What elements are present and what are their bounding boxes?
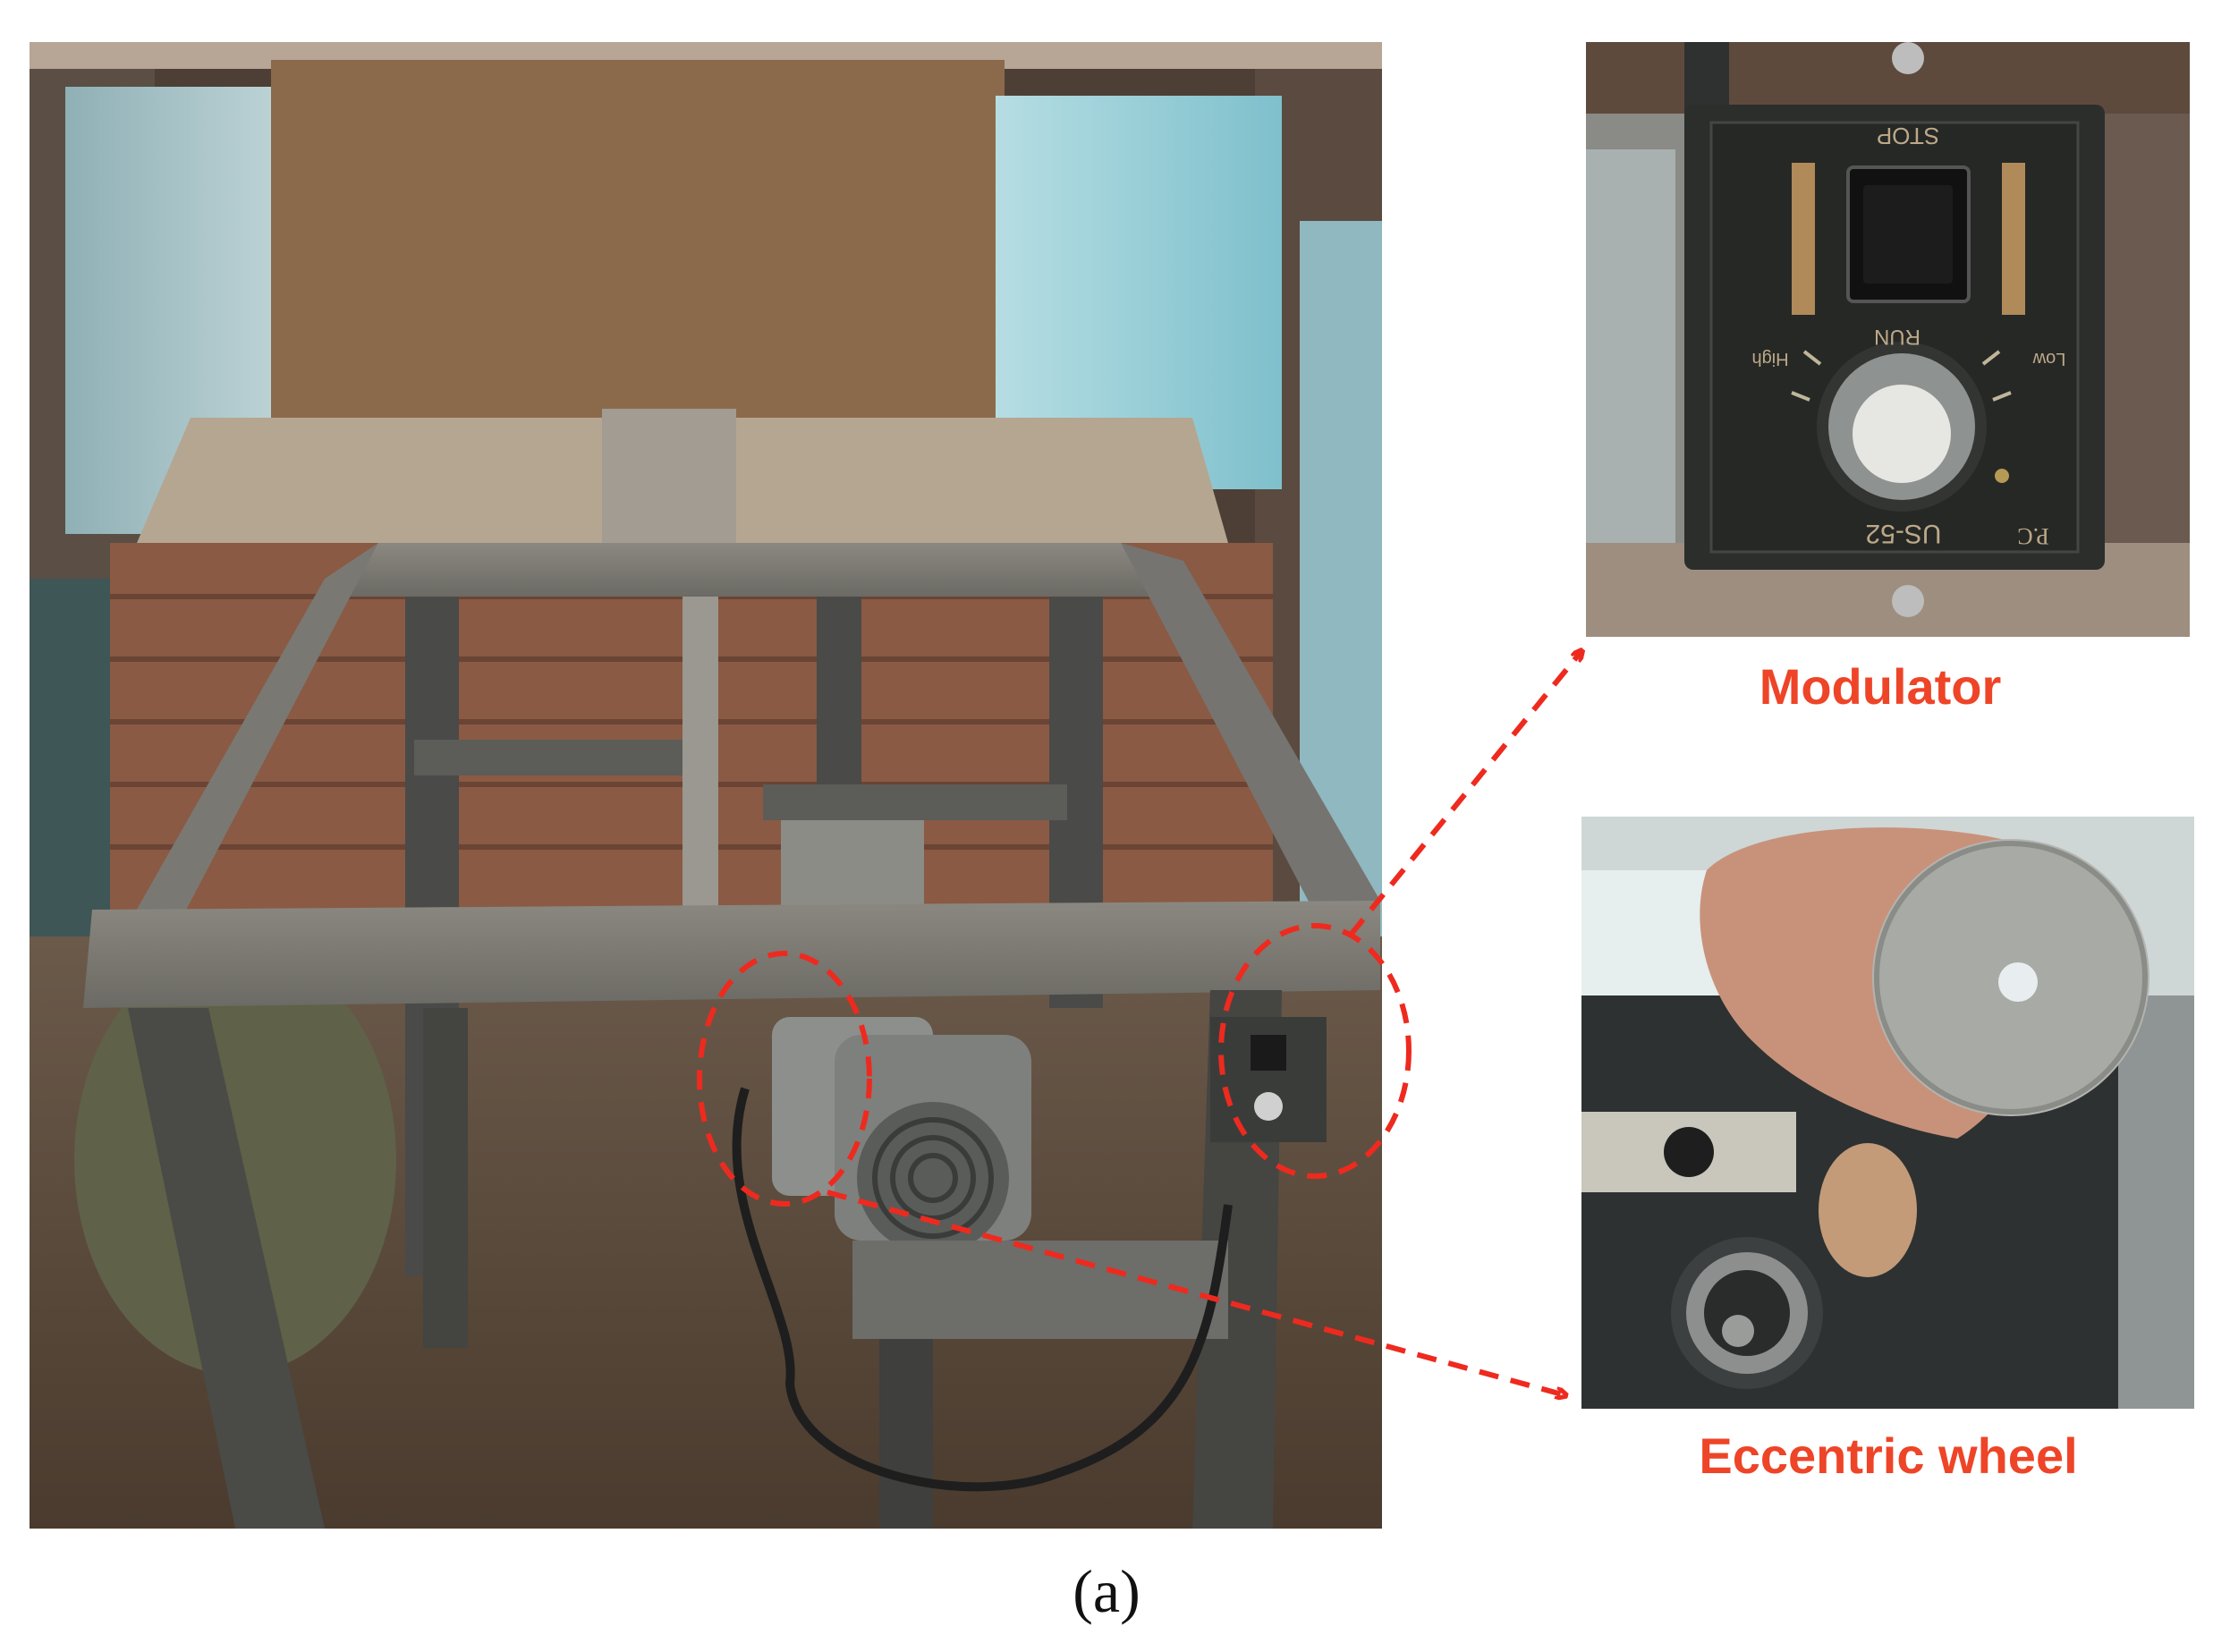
main-photo: [30, 42, 1382, 1529]
low-text: Low: [2032, 349, 2065, 369]
eccentric-arrow: [827, 1190, 1565, 1395]
eccentric-wheel-photo: [1581, 817, 2194, 1409]
modulator-label: Modulator: [1759, 658, 2002, 715]
modulator-arrow: [1348, 651, 1581, 936]
eccentric-wheel-closeup: [1581, 817, 2194, 1409]
high-text: High: [1751, 349, 1788, 369]
stop-text: STOP: [1877, 123, 1939, 149]
model-text: US-52: [1865, 519, 1941, 548]
modulator-callout-circle: [1218, 923, 1412, 1179]
figure-caption: (a): [1073, 1557, 1140, 1625]
run-text: RUN: [1874, 325, 1920, 349]
brand-text: P.C: [2017, 523, 2048, 549]
test-rig-photo: [30, 42, 1382, 1529]
modulator-closeup: STOP RUN High Low US-52 P.C: [1586, 42, 2190, 637]
eccentric-wheel-label: Eccentric wheel: [1699, 1427, 2078, 1484]
modulator-photo: STOP RUN High Low US-52 P.C: [1586, 42, 2190, 637]
eccentric-callout-circle: [697, 951, 872, 1207]
